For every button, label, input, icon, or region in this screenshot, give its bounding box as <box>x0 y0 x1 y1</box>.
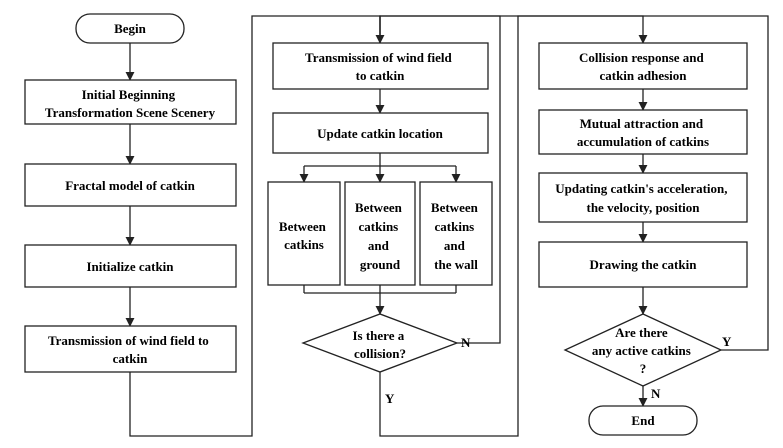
begin-label: Begin <box>114 21 147 36</box>
active-yes-label: Y <box>722 334 732 349</box>
active-catkins-label: Are there any active catkins ? <box>592 325 694 376</box>
update-location-label: Update catkin location <box>317 126 443 141</box>
active-no-label: N <box>651 386 661 401</box>
initial-scene-label: Initial Beginning Transformation Scene S… <box>45 87 216 120</box>
fractal-model-label: Fractal model of catkin <box>65 178 195 193</box>
wind-field-left-process: Transmission of wind field to catkin <box>24 325 237 373</box>
between-catkins-process: Between catkins <box>267 181 341 286</box>
initial-scene-process: Initial Beginning Transformation Scene S… <box>24 79 237 125</box>
between-catkins-label: Between catkins <box>279 219 329 252</box>
between-ground-label: Between catkins and ground <box>355 200 405 272</box>
update-location-process: Update catkin location <box>272 112 489 154</box>
collision-yes-label: Y <box>385 391 395 406</box>
between-ground-process: Between catkins and ground <box>344 181 416 286</box>
mutual-attraction-process: Mutual attraction and accumulation of ca… <box>538 109 748 155</box>
initialize-catkin-process: Initialize catkin <box>24 244 237 288</box>
wind-field-mid-process: Transmission of wind field to catkin <box>272 42 489 90</box>
active-catkins-decision: Are there any active catkins ? <box>563 313 723 387</box>
edge-collision-yes <box>379 15 648 437</box>
wind-field-left-label: Transmission of wind field to catkin <box>48 333 212 366</box>
drawing-catkin-process: Drawing the catkin <box>538 241 748 288</box>
end-label: End <box>631 413 655 428</box>
begin-terminal: Begin <box>75 13 185 44</box>
between-wall-process: Between catkins and the wall <box>419 181 493 286</box>
collision-decision: Is there a collision? <box>301 313 459 373</box>
fractal-model-process: Fractal model of catkin <box>24 163 237 207</box>
drawing-catkin-label: Drawing the catkin <box>590 257 698 272</box>
collision-response-process: Collision response and catkin adhesion <box>538 42 748 90</box>
collision-response-label: Collision response and catkin adhesion <box>579 50 707 83</box>
edges <box>125 15 769 437</box>
end-terminal: End <box>588 405 698 436</box>
edge-active-yes-loop <box>379 15 769 351</box>
between-wall-label: Between catkins and the wall <box>431 200 481 272</box>
updating-kinematics-process: Updating catkin's acceleration, the velo… <box>538 172 748 223</box>
wind-field-mid-label: Transmission of wind field to catkin <box>305 50 455 83</box>
initialize-catkin-label: Initialize catkin <box>86 259 174 274</box>
updating-kinematics-label: Updating catkin's acceleration, the velo… <box>555 181 731 215</box>
mutual-attraction-label: Mutual attraction and accumulation of ca… <box>577 116 709 149</box>
collision-decision-label: Is there a collision? <box>352 328 407 361</box>
collision-no-label: N <box>461 335 471 350</box>
